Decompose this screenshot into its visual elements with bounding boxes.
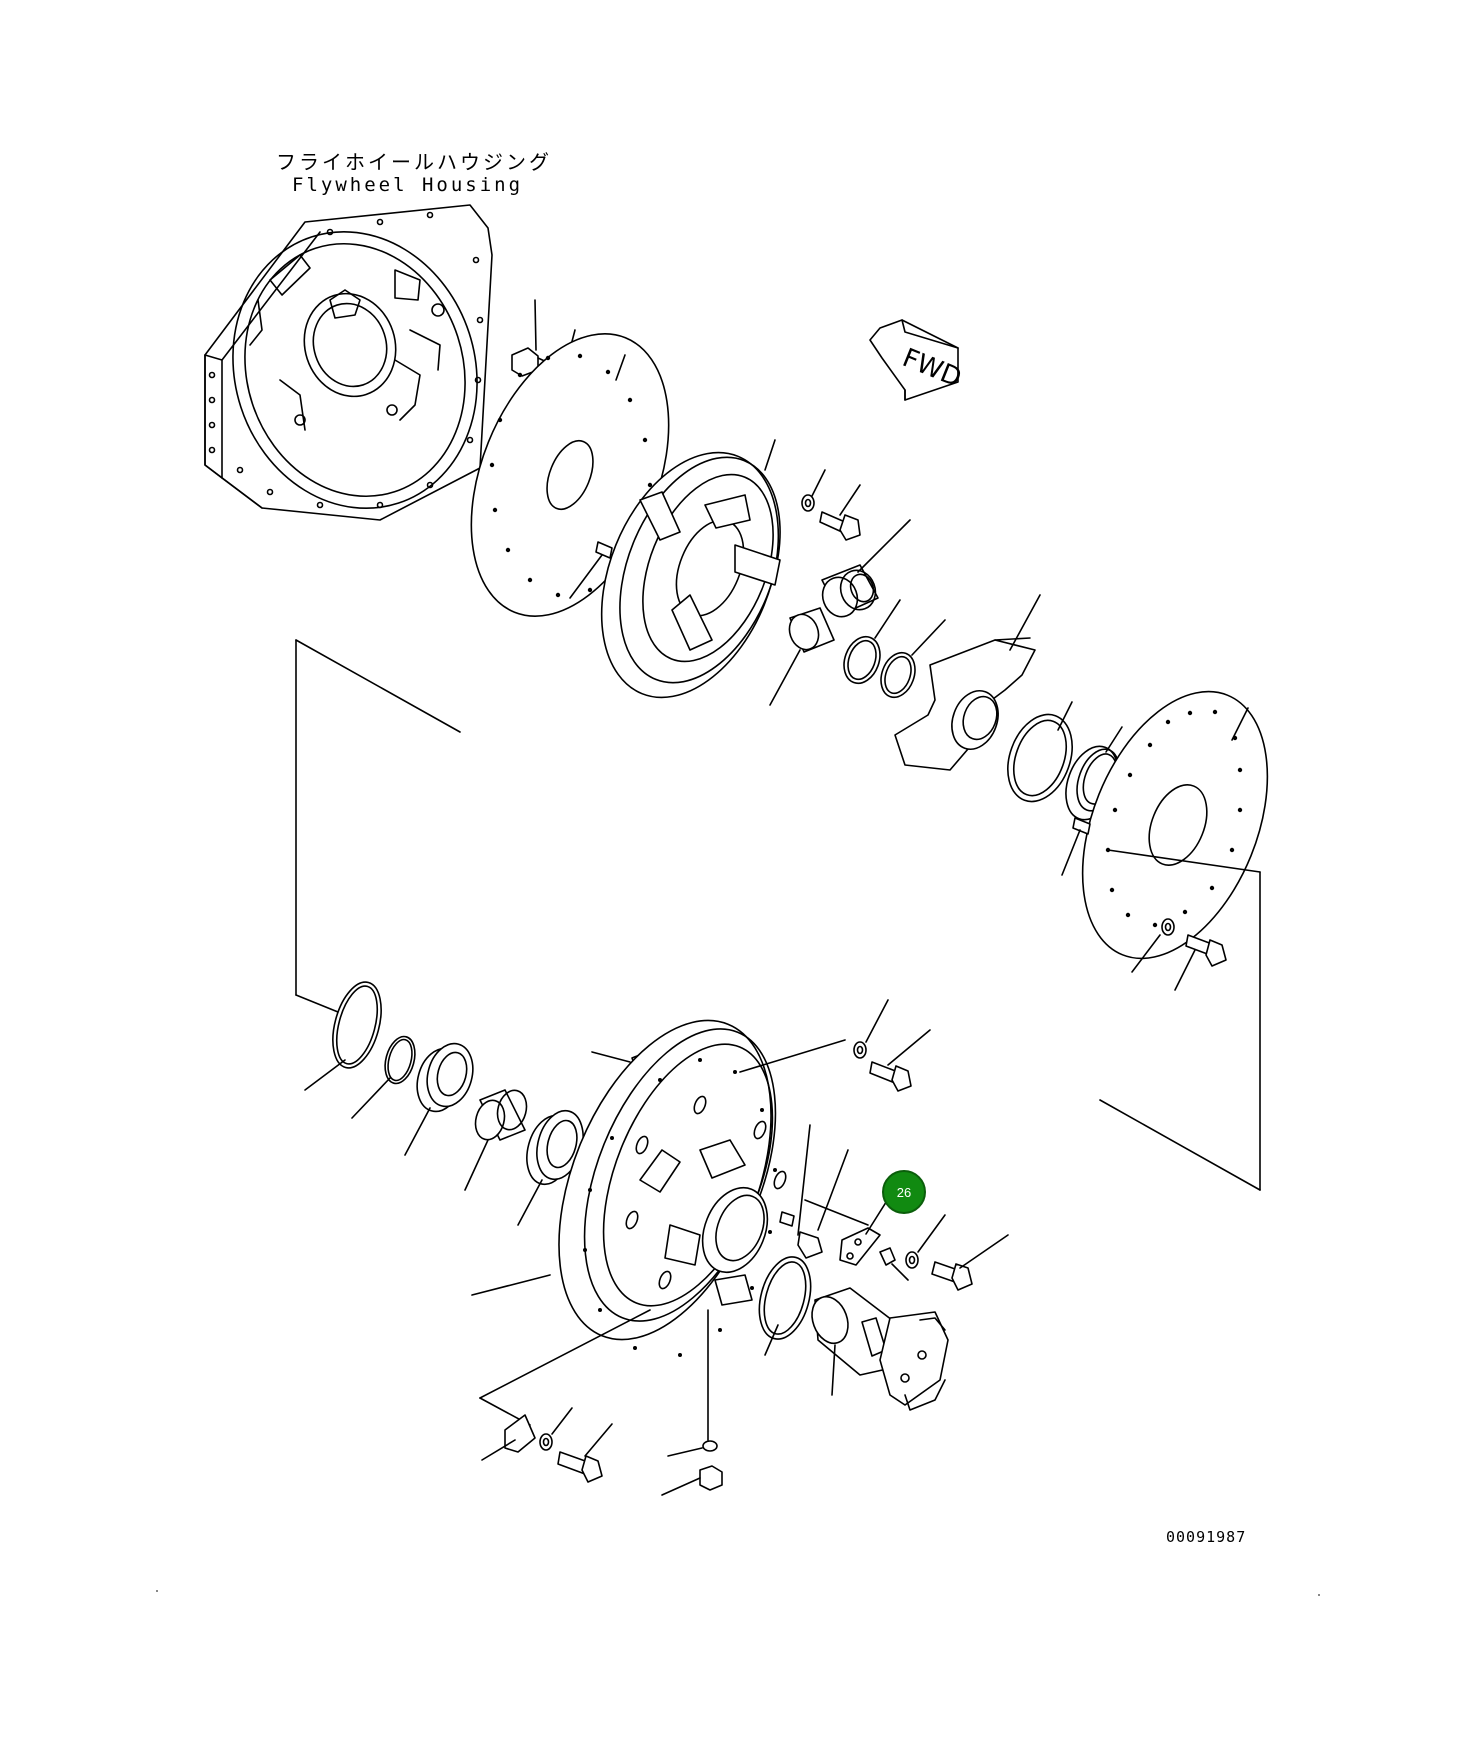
bushings: [770, 520, 910, 705]
callout-26[interactable]: 26: [882, 1170, 926, 1214]
document-id: 00091987: [1166, 1528, 1247, 1546]
callout-number: 26: [896, 1184, 912, 1200]
dowel-pins: [780, 1125, 868, 1258]
flywheel-housing: [198, 200, 513, 540]
housing-label-english: Flywheel Housing: [292, 174, 524, 196]
spacer-sleeve: [465, 1087, 531, 1190]
lower-housing: [472, 990, 845, 1357]
o-ring: [751, 1251, 819, 1355]
fwd-arrow: FWD: [870, 320, 966, 400]
output-shaft: [806, 1288, 948, 1410]
housing-label-japanese: フライホイールハウジング: [276, 150, 552, 174]
assembly-guide-lines: [296, 640, 460, 1012]
bolt-lower-housing: [854, 1000, 930, 1091]
drain-plug: [662, 1310, 722, 1495]
scan-speck: [1318, 1594, 1320, 1596]
flex-plate-lower: [1047, 664, 1304, 1190]
bearing-right: [518, 1105, 590, 1225]
housing-bolt-holes: [210, 213, 483, 508]
lower-snap-ring: [305, 977, 390, 1090]
bolt-lower-right: [1132, 919, 1226, 990]
snap-rings-upper: [838, 600, 945, 702]
bracket-bolt-lower: [480, 1310, 650, 1482]
bolt-damper: [802, 470, 860, 540]
scan-speck: [156, 1590, 158, 1592]
damper-housing: [568, 426, 812, 723]
nut-washer-bolt: [880, 1215, 1008, 1290]
lower-circlip: [352, 1033, 420, 1118]
drive-hub: [895, 595, 1040, 770]
bearing-left: [405, 1038, 480, 1155]
